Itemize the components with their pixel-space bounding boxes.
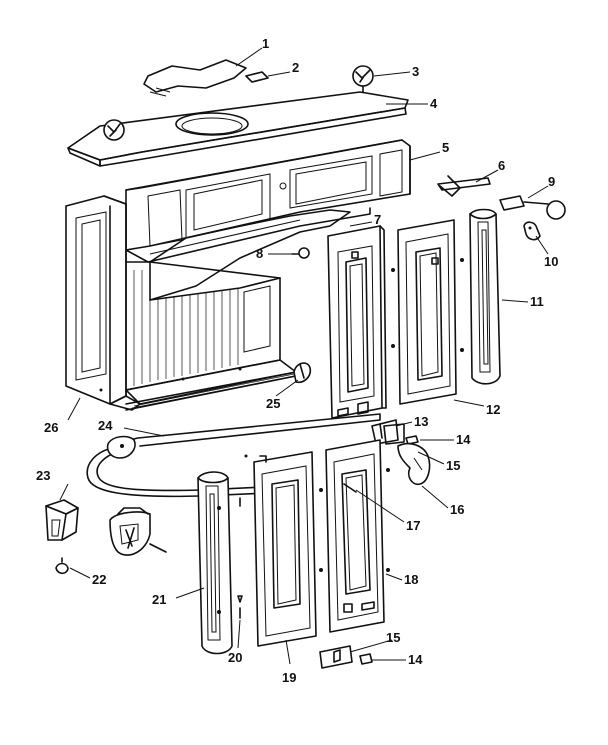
callout-14-lower: 14 xyxy=(408,652,423,667)
door-part-19 xyxy=(253,451,323,647)
callout-9: 9 xyxy=(548,174,555,189)
knob-part-3 xyxy=(352,65,374,93)
callout-21: 21 xyxy=(152,592,166,607)
grille-part-1 xyxy=(143,59,247,97)
callout-17: 17 xyxy=(406,518,420,533)
screws-part-20 xyxy=(237,454,248,619)
callout-8: 8 xyxy=(256,246,263,261)
screw-part-8 xyxy=(291,247,310,259)
door-part-18 xyxy=(325,439,390,633)
bracket-part-13 xyxy=(371,419,399,445)
firebox-body xyxy=(65,195,351,411)
callout-1: 1 xyxy=(262,36,269,51)
callout-13: 13 xyxy=(414,414,428,429)
andiron-foot xyxy=(109,507,167,556)
callout-14-upper: 14 xyxy=(456,432,471,447)
callout-12: 12 xyxy=(486,402,500,417)
knob-left-top xyxy=(103,119,125,141)
knob-part-10 xyxy=(523,221,541,241)
callout-2: 2 xyxy=(292,60,299,75)
callout-10: 10 xyxy=(544,254,558,269)
bracket-part-15-upper xyxy=(383,423,405,445)
firebox-back-panel xyxy=(133,270,239,386)
curtain-rod-part-24 xyxy=(86,413,381,498)
callout-7: 7 xyxy=(374,212,381,227)
callout-24: 24 xyxy=(98,418,113,433)
callout-18: 18 xyxy=(404,572,418,587)
callout-labels: 1 2 3 4 5 6 7 8 9 10 11 12 13 14 15 16 1… xyxy=(36,36,558,685)
callout-5: 5 xyxy=(442,140,449,155)
leader-lines xyxy=(59,47,549,665)
callout-6: 6 xyxy=(498,158,505,173)
bracket-part-23 xyxy=(45,499,79,541)
latch-part-16 xyxy=(397,442,431,486)
callout-15-upper: 15 xyxy=(446,458,460,473)
callout-26: 26 xyxy=(44,420,58,435)
callout-20: 20 xyxy=(228,650,242,665)
callout-15-lower: 15 xyxy=(386,630,400,645)
callout-3: 3 xyxy=(412,64,419,79)
callout-23: 23 xyxy=(36,468,50,483)
callout-19: 19 xyxy=(282,670,296,685)
callout-22: 22 xyxy=(92,572,106,587)
fastener-part-14-lower xyxy=(359,653,373,665)
door-part-12 xyxy=(391,219,464,405)
door-part-7 xyxy=(327,225,387,419)
clip-part-2 xyxy=(245,71,269,83)
vent-part-25 xyxy=(293,362,312,384)
side-pillar-part-21 xyxy=(197,471,233,655)
top-panel xyxy=(67,91,409,167)
bracket-part-15-lower xyxy=(319,645,353,669)
callout-16: 16 xyxy=(450,502,464,517)
callout-4: 4 xyxy=(430,96,438,111)
callout-11: 11 xyxy=(530,294,544,309)
handle-part-6 xyxy=(437,175,491,197)
rod-part-9 xyxy=(499,195,566,220)
side-pillar-part-11 xyxy=(469,208,501,385)
callout-25: 25 xyxy=(266,396,280,411)
hood-frame xyxy=(125,139,411,263)
fastener-part-14-upper xyxy=(405,435,419,445)
screw-part-22 xyxy=(55,557,69,575)
